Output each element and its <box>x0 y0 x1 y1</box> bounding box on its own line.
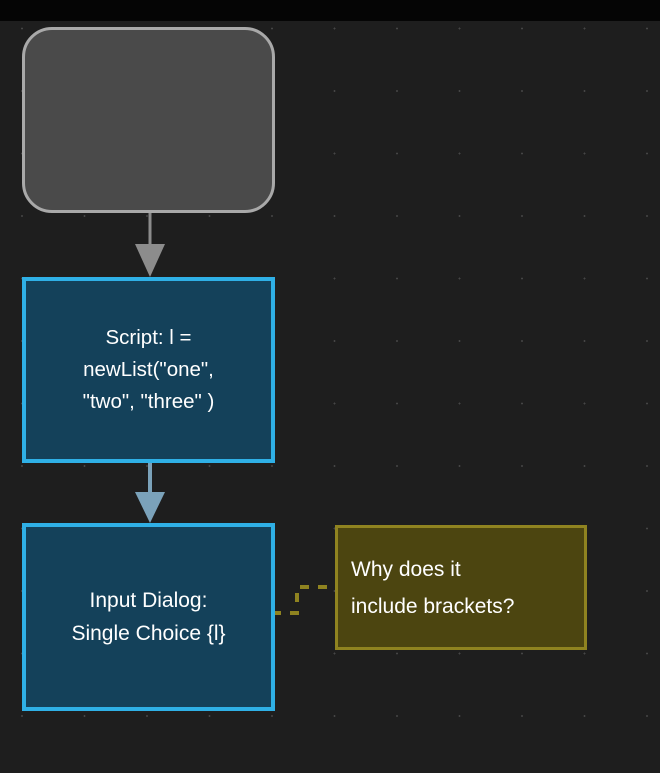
arrowhead-icon <box>135 492 165 523</box>
connector-script-to-dialog[interactable] <box>120 461 180 527</box>
connector-dialog-to-note[interactable] <box>272 580 342 620</box>
node-script-label: Script: l = newList("one", "two", "three… <box>82 326 215 413</box>
node-script[interactable]: Script: l = newList("one", "two", "three… <box>22 277 275 463</box>
node-input-dialog-label: Input Dialog: Single Choice {l} <box>71 589 226 645</box>
node-input-dialog[interactable]: Input Dialog: Single Choice {l} <box>22 523 275 711</box>
dashed-link-line <box>272 585 342 615</box>
arrowhead-icon <box>135 244 165 277</box>
sticky-note-label: Why does it include brackets? <box>351 557 515 618</box>
connector-start-to-script[interactable] <box>120 211 180 281</box>
top-chrome-bar <box>0 0 660 21</box>
node-start[interactable] <box>22 27 275 213</box>
sticky-note[interactable]: Why does it include brackets? <box>335 525 587 650</box>
